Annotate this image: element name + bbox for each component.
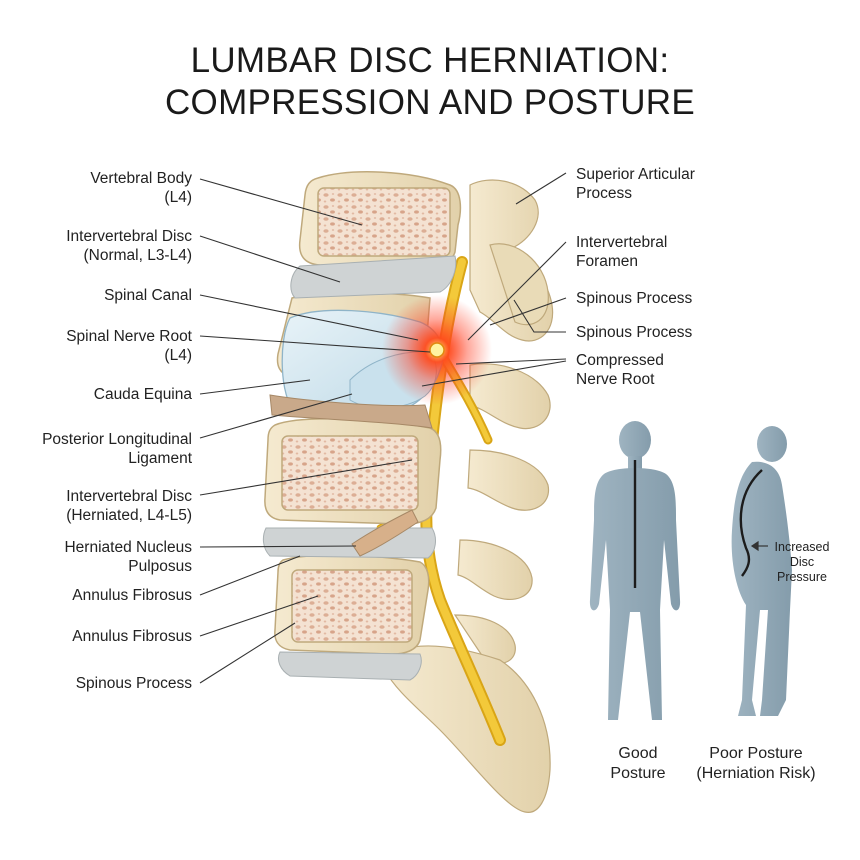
right-leader-lines (421, 172, 567, 387)
pressure-arrow (750, 540, 768, 552)
label-spinal-canal: Spinal Canal (104, 287, 192, 304)
caption-good-posture: Good Posture (610, 745, 666, 782)
diagram-title: LUMBAR DISC HERNIATION: COMPRESSION AND … (0, 40, 860, 124)
label-spinous-process-right-2: Spinous Process (576, 324, 693, 341)
label-vertebral-body: Vertebral Body (L4) (90, 170, 192, 206)
label-compressed-nerve-root: Compressed Nerve Root (576, 352, 664, 388)
label-spinal-nerve-root: Spinal Nerve Root (L4) (66, 328, 192, 364)
poor-posture-spine-curve (739, 469, 763, 577)
label-superior-articular-process: Superior Articular Process (576, 166, 695, 202)
label-annulus-fibrosus-2: Annulus Fibrosus (72, 628, 192, 645)
title-line-1: LUMBAR DISC HERNIATION: (190, 41, 670, 80)
posterior-elements (384, 179, 554, 813)
good-posture-figure (589, 421, 681, 720)
title-line-2: COMPRESSION AND POSTURE (164, 83, 696, 122)
caption-poor-posture: Poor Posture (Herniation Risk) (696, 745, 816, 782)
poor-posture-figure (731, 426, 792, 716)
label-intervertebral-foramen: Intervertebral Foramen (576, 234, 668, 270)
label-spinous-process-right-1: Spinous Process (576, 290, 693, 307)
label-herniated-nucleus-pulposus: Herniated Nucleus Pulposus (64, 539, 192, 575)
increased-disc-pressure-note: Increased Disc Pressure (774, 540, 830, 584)
label-intervertebral-disc-herniated: Intervertebral Disc (Herniated, L4-L5) (66, 488, 192, 524)
vertebral-bodies (264, 171, 462, 655)
label-annulus-fibrosus-1: Annulus Fibrosus (72, 587, 192, 604)
label-cauda-equina: Cauda Equina (93, 386, 192, 403)
label-intervertebral-disc-normal: Intervertebral Disc (Normal, L3-L4) (66, 228, 192, 264)
label-spinous-process-left: Spinous Process (75, 675, 192, 692)
left-leader-lines (199, 178, 431, 684)
label-posterior-longitudinal-ligament: Posterior Longitudinal Ligament (42, 431, 192, 467)
